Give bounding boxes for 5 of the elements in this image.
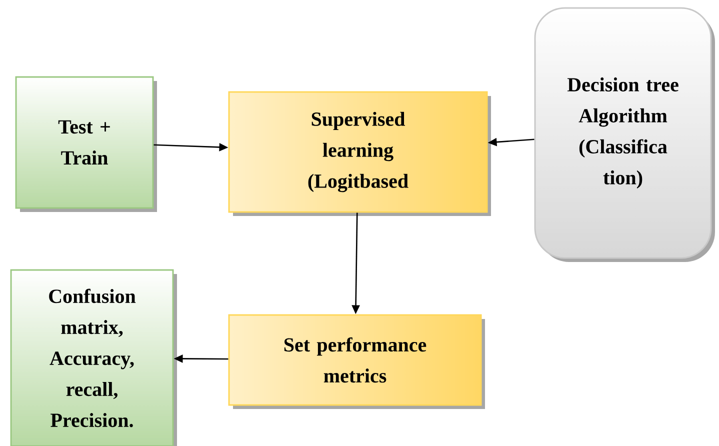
process-box: Test + Train [15,76,157,212]
process-box: Supervised learning (Logitbased [228,91,491,216]
rounded-box: Decision tree Algorithm (Classifica tion) [534,7,715,262]
process-box: Confusion matrix, Accuracy, recall, Precision. [10,269,177,446]
process-box: Set performance metrics [228,314,485,409]
